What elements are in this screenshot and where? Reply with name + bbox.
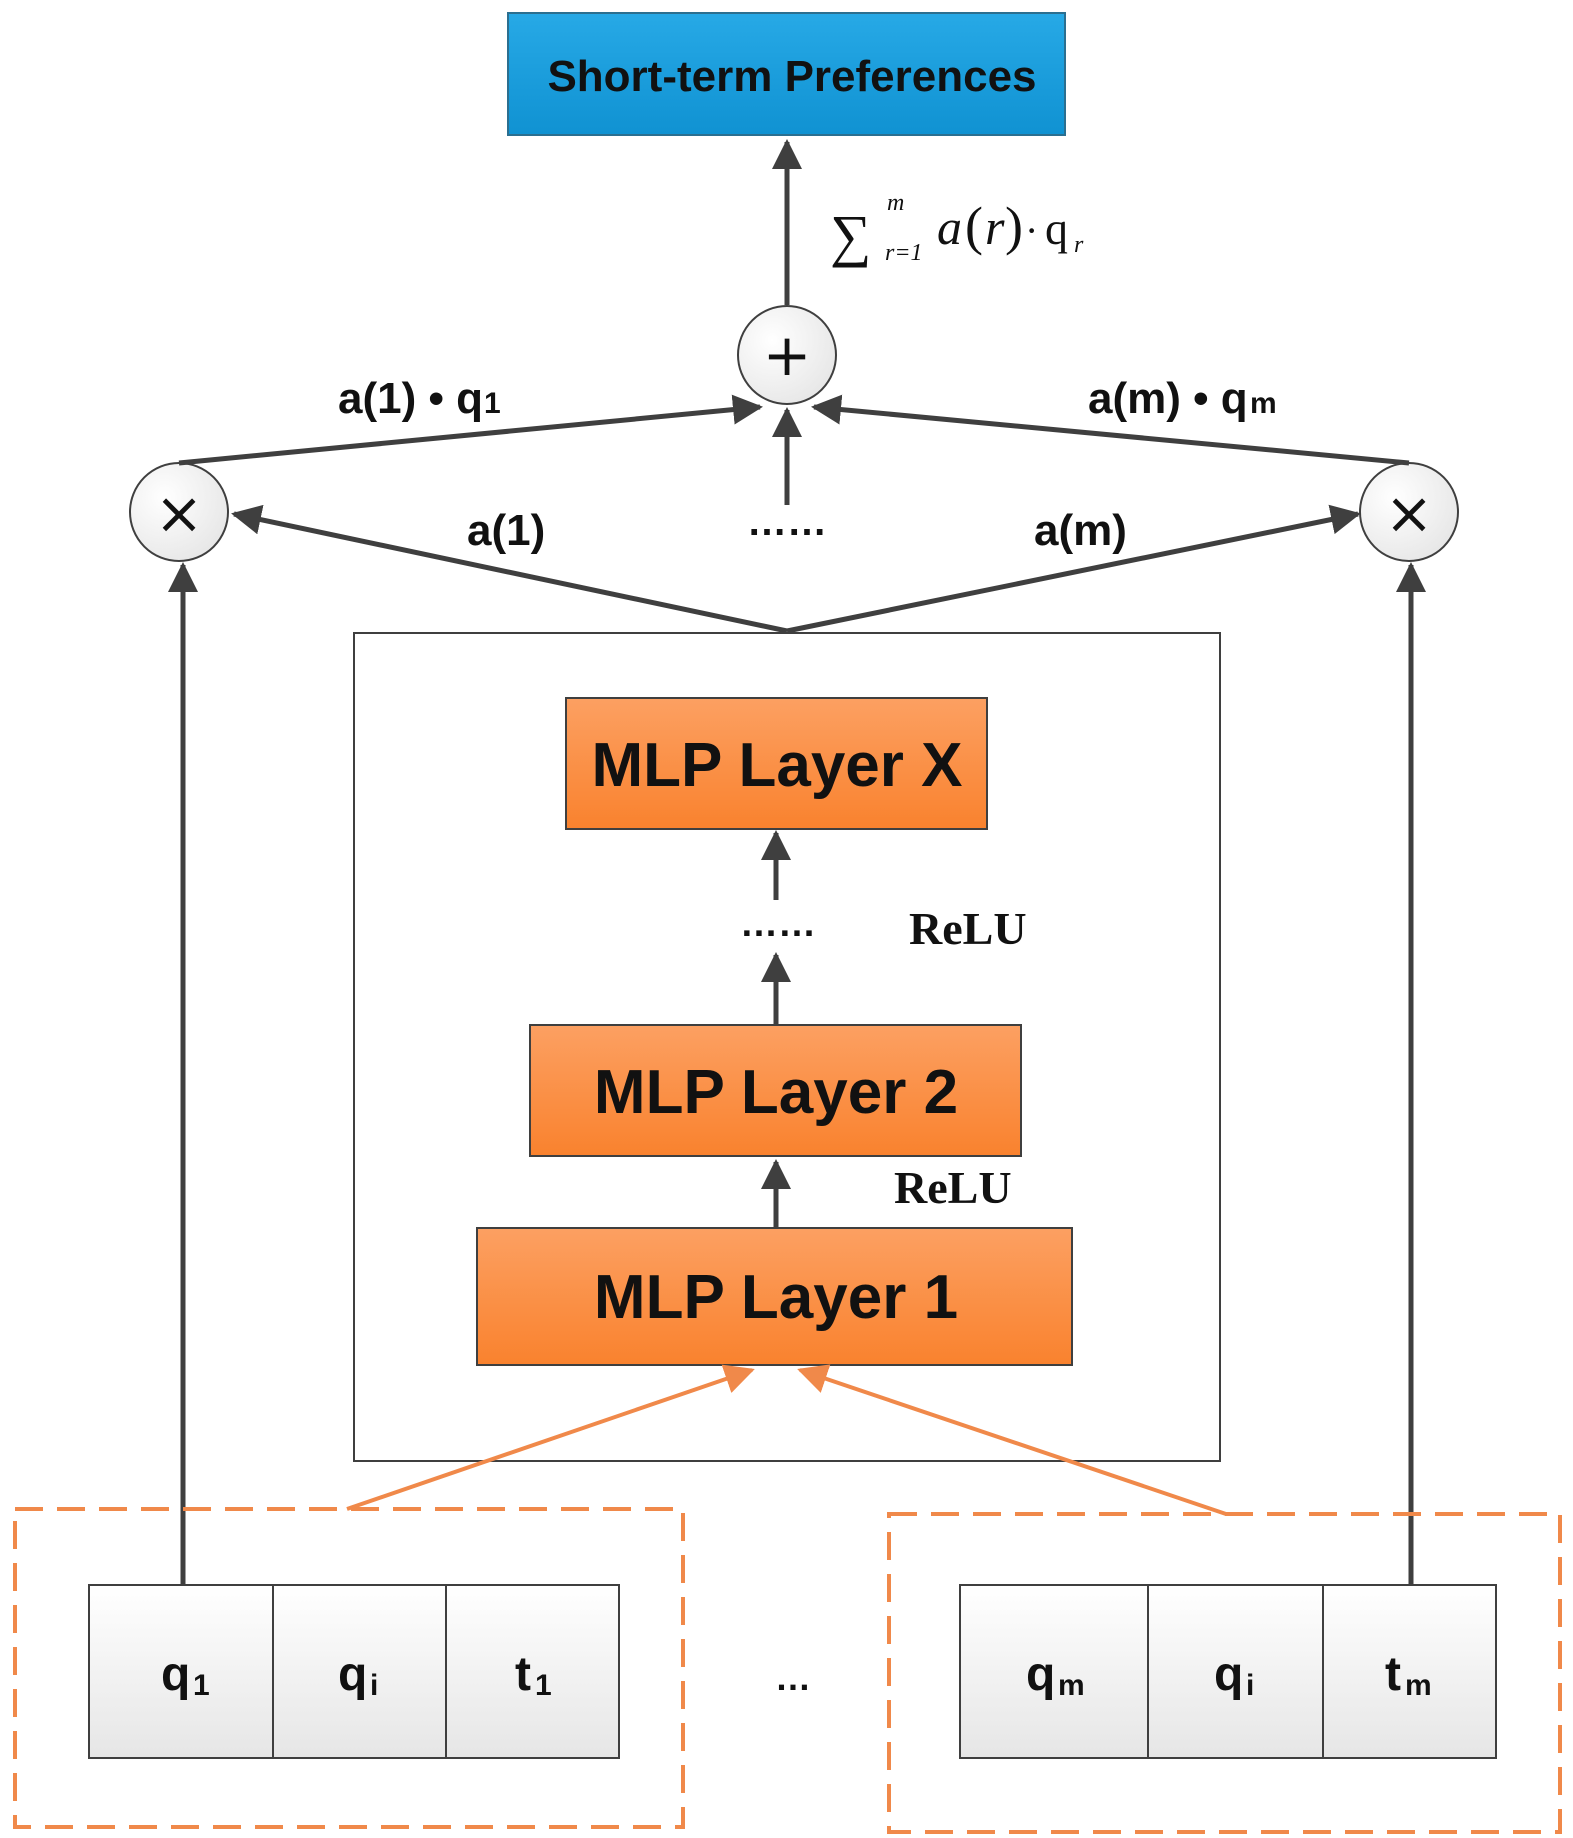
sum-lower: r=1 bbox=[885, 240, 923, 266]
input-ellipsis: … bbox=[775, 1657, 811, 1698]
relu-lower-label: ReLU bbox=[894, 1162, 1012, 1213]
sum-sigma: ∑ bbox=[830, 203, 871, 268]
left-cell-3 bbox=[445, 1584, 620, 1759]
right-cell-1-main: q bbox=[1026, 1648, 1055, 1701]
right-weighted-arrow bbox=[811, 394, 1410, 466]
left-cell-3-sub: 1 bbox=[535, 1669, 552, 1702]
right-cell-3 bbox=[1322, 1584, 1497, 1759]
mlp-layer-1-label: MLP Layer 1 bbox=[594, 1263, 958, 1332]
sum-formula: ∑ m r=1 a ( r ) · q r bbox=[830, 190, 1084, 268]
sum-body-r: r bbox=[985, 199, 1005, 255]
mlp-layer-2: MLP Layer 2 bbox=[529, 1024, 1022, 1157]
right-cell-2 bbox=[1147, 1584, 1324, 1759]
sum-body-close: ) bbox=[1005, 196, 1023, 256]
sum-body-q: q bbox=[1045, 203, 1068, 254]
weighted-left-sub: 1 bbox=[484, 387, 501, 420]
sum-body-open: ( bbox=[965, 196, 983, 256]
right-cell-3-main: t bbox=[1385, 1648, 1401, 1701]
right-input-group bbox=[887, 1512, 1562, 1834]
attention-right-label: a(m) bbox=[1034, 506, 1127, 555]
right-cell-1-sub: m bbox=[1058, 1669, 1085, 1702]
attention-left-label: a(1) bbox=[467, 506, 545, 555]
relu-upper-label: ReLU bbox=[909, 903, 1027, 954]
times-node-left: × bbox=[129, 462, 229, 562]
left-cell-3-main: t bbox=[515, 1648, 531, 1701]
output-box: Short-term Preferences bbox=[507, 12, 1066, 136]
weighted-right-main: a(m) • q bbox=[1088, 374, 1248, 423]
left-cell-1 bbox=[88, 1584, 274, 1759]
mlp-layer-x-label: MLP Layer X bbox=[591, 731, 962, 800]
right-cell-2-sub: i bbox=[1246, 1669, 1254, 1702]
left-cell-2 bbox=[272, 1584, 447, 1759]
times-icon-left: × bbox=[155, 479, 204, 547]
mlp-layer-1: MLP Layer 1 bbox=[476, 1227, 1073, 1366]
mlp-layer-x: MLP Layer X bbox=[565, 697, 988, 830]
right-input-cells: q m q i t m bbox=[959, 1584, 1497, 1759]
mlp-container bbox=[353, 632, 1221, 1462]
right-cell-3-sub: m bbox=[1405, 1669, 1432, 1702]
weighted-left-main: a(1) • q bbox=[338, 374, 483, 423]
sum-upper: m bbox=[887, 190, 904, 216]
left-input-cells: q 1 q i t 1 bbox=[88, 1584, 620, 1759]
mlp-ellipsis: …… bbox=[740, 903, 816, 945]
mlp-layer-2-label: MLP Layer 2 bbox=[594, 1058, 958, 1127]
right-cell-1 bbox=[959, 1584, 1149, 1759]
left-input-group bbox=[13, 1507, 685, 1829]
right-cell-2-main: q bbox=[1214, 1648, 1243, 1701]
weighted-left-label: a(1) • q 1 bbox=[338, 374, 501, 423]
left-cell-2-sub: i bbox=[370, 1669, 378, 1702]
attention-left-arrow bbox=[231, 504, 788, 634]
sum-body-a: a bbox=[937, 199, 962, 255]
sum-dot: · bbox=[1025, 208, 1038, 253]
plus-node: + bbox=[737, 305, 837, 405]
left-cell-1-main: q bbox=[161, 1648, 190, 1701]
attention-right-arrow bbox=[786, 504, 1361, 634]
top-ellipsis: …… bbox=[747, 500, 827, 544]
weighted-right-sub: m bbox=[1250, 387, 1277, 420]
output-box-label: Short-term Preferences bbox=[547, 52, 1036, 101]
right-group-to-mlp-arrow bbox=[797, 1364, 1227, 1516]
left-weighted-arrow bbox=[178, 394, 763, 466]
plus-icon: + bbox=[763, 321, 812, 389]
left-group-to-mlp-arrow bbox=[346, 1364, 755, 1511]
weighted-right-label: a(m) • q m bbox=[1088, 374, 1277, 423]
sum-body-sub: r bbox=[1074, 232, 1084, 258]
left-cell-2-main: q bbox=[338, 1648, 367, 1701]
times-node-right: × bbox=[1359, 462, 1459, 562]
times-icon-right: × bbox=[1385, 479, 1434, 547]
left-cell-1-sub: 1 bbox=[193, 1669, 210, 1702]
